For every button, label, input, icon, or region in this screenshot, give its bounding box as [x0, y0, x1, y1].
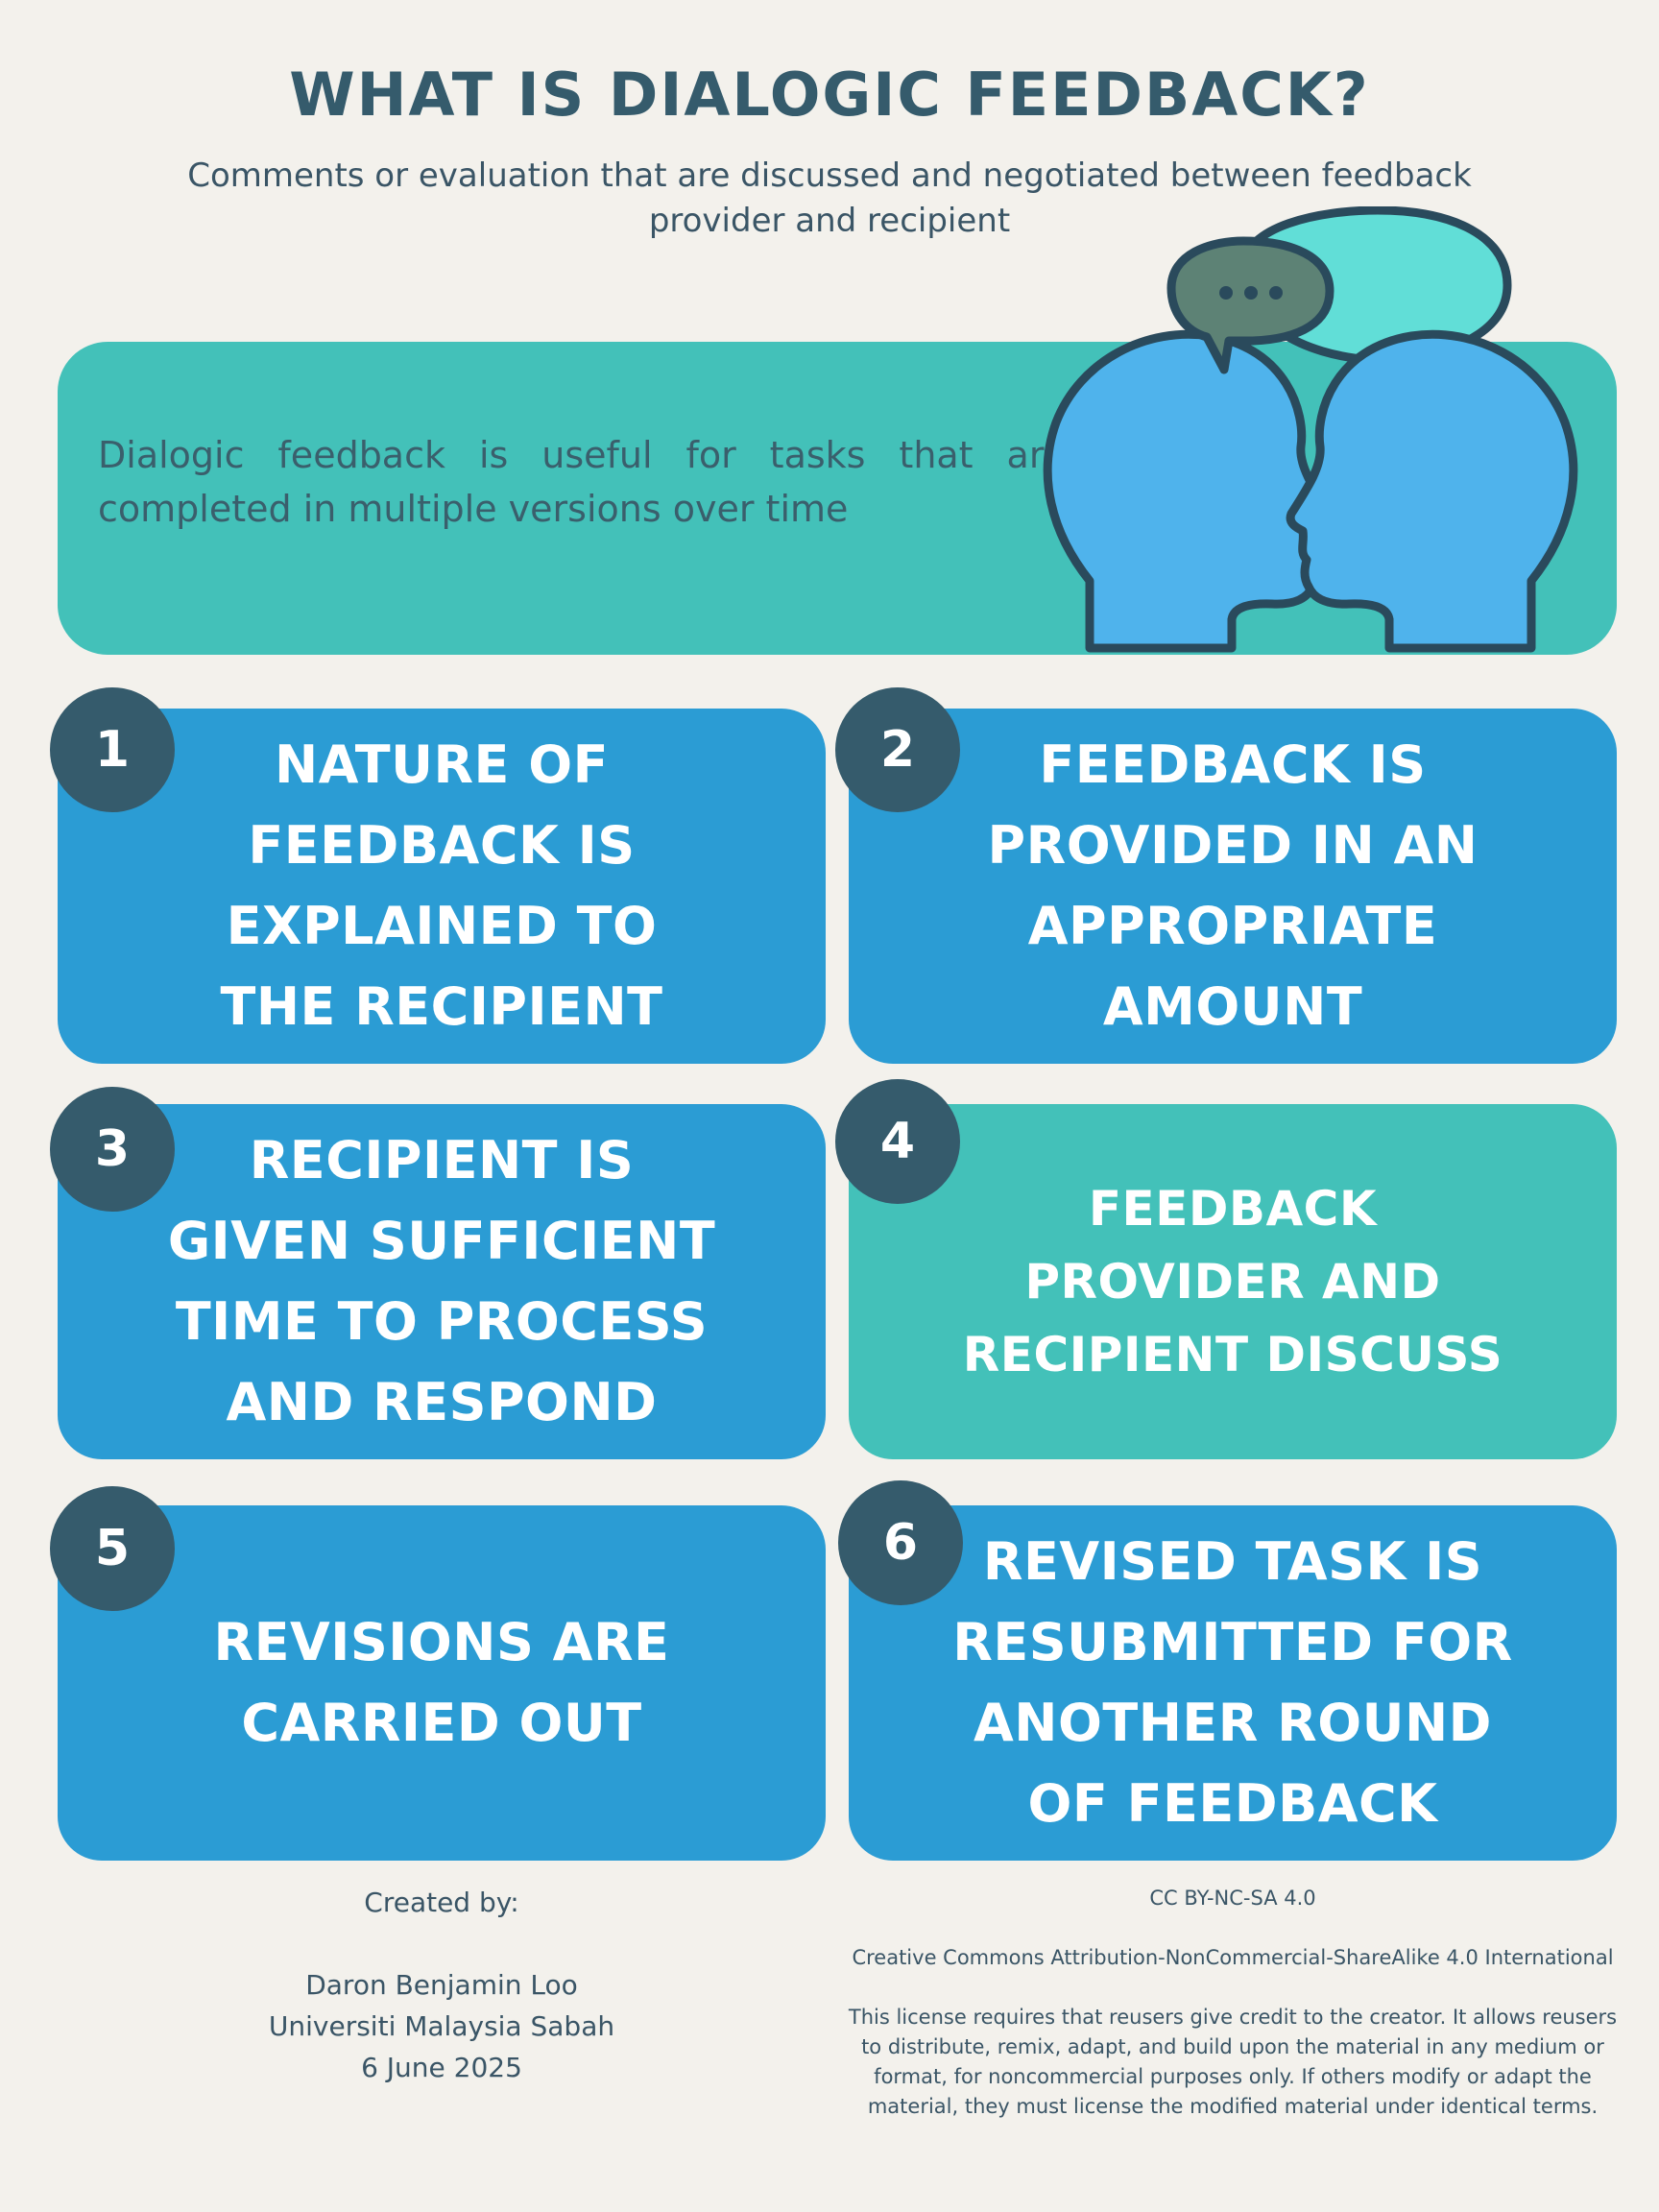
intro-text: Dialogic feedback is useful for tasks th… [98, 434, 1066, 530]
step-text: FEEDBACK PROVIDER AND RECIPIENT DISCUSS [962, 1181, 1503, 1382]
author-name: Daron Benjamin Loo [305, 1969, 578, 2001]
step-card-2: FEEDBACK IS PROVIDED IN AN APPROPRIATE A… [849, 709, 1617, 1064]
two-heads-conversation-icon [1043, 206, 1578, 653]
page-title: WHAT IS DIALOGIC FEEDBACK? [289, 60, 1370, 130]
credits-label: Created by: [364, 1887, 519, 1918]
step-number-badge: 2 [835, 687, 960, 812]
step-text: FEEDBACK IS PROVIDED IN AN APPROPRIATE A… [987, 734, 1479, 1037]
license-block: CC BY-NC-SA 4.0 Creative Commons Attribu… [845, 1884, 1621, 2152]
step-card-5: REVISIONS ARE CARRIED OUT [58, 1505, 826, 1861]
step-card-1: NATURE OF FEEDBACK IS EXPLAINED TO THE R… [58, 709, 826, 1064]
step-text: NATURE OF FEEDBACK IS EXPLAINED TO THE R… [220, 734, 663, 1037]
license-full: Creative Commons Attribution-NonCommerci… [852, 1946, 1614, 1969]
creation-date: 6 June 2025 [361, 2052, 522, 2083]
step-number-badge: 1 [50, 687, 175, 812]
step-text: REVISIONS ARE CARRIED OUT [213, 1612, 670, 1753]
step-card-3: RECIPIENT IS GIVEN SUFFICIENT TIME TO PR… [58, 1104, 826, 1459]
license-terms: This license requires that reusers give … [848, 2006, 1618, 2118]
step-number-badge: 5 [50, 1486, 175, 1611]
step-card-6: REVISED TASK IS RESUBMITTED FOR ANOTHER … [849, 1505, 1617, 1861]
step-card-4: FEEDBACK PROVIDER AND RECIPIENT DISCUSS [849, 1104, 1617, 1459]
step-number-badge: 6 [838, 1480, 963, 1605]
page-subtitle: Comments or evaluation that are discusse… [187, 156, 1472, 240]
step-number-badge: 4 [835, 1079, 960, 1204]
step-text: REVISED TASK IS RESUBMITTED FOR ANOTHER … [952, 1531, 1513, 1834]
step-number-badge: 3 [50, 1087, 175, 1212]
credits-block: Created by: Daron Benjamin Loo Universit… [58, 1882, 826, 2088]
author-institution: Universiti Malaysia Sabah [268, 2010, 615, 2042]
license-short: CC BY-NC-SA 4.0 [1149, 1887, 1316, 1910]
step-text: RECIPIENT IS GIVEN SUFFICIENT TIME TO PR… [167, 1130, 716, 1432]
